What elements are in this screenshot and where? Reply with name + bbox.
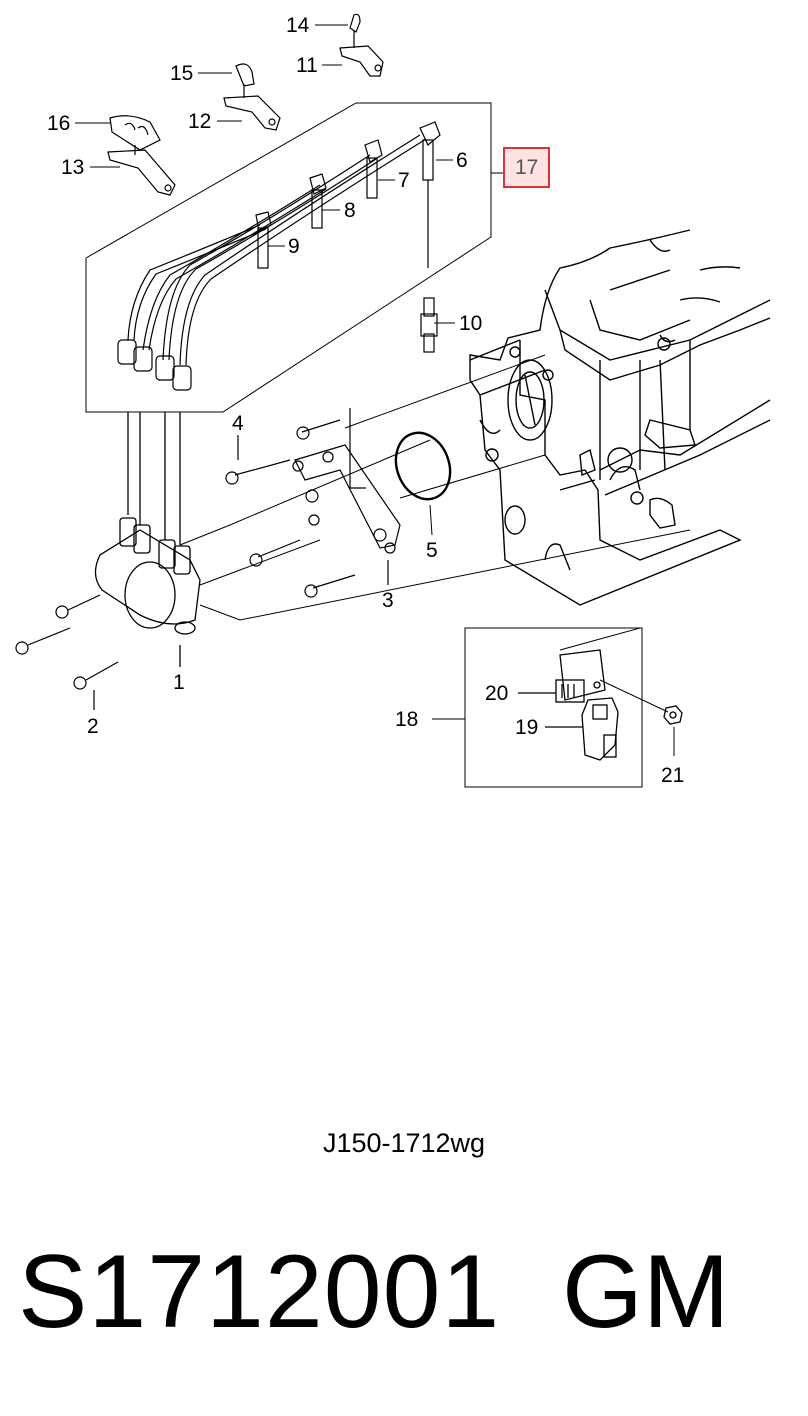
callout-2: 2: [87, 715, 99, 738]
coil-bolts: [15, 594, 119, 710]
sensor-kit-frame: [432, 627, 675, 788]
brand-name: GM: [562, 1234, 730, 1350]
callout-3: 3: [382, 589, 394, 612]
callout-6: 6: [456, 149, 468, 172]
o-ring-seal: [394, 431, 452, 536]
callout-9: 9: [288, 235, 300, 258]
callout-17-selected[interactable]: 17: [503, 147, 551, 188]
part-number: S1712001: [18, 1234, 501, 1350]
callout-8: 8: [344, 199, 356, 222]
callout-13: 13: [61, 156, 85, 179]
callout-21: 21: [661, 764, 685, 787]
assembly-leader-lines: [179, 354, 691, 621]
ignition-wires: [117, 121, 441, 391]
callout-18: 18: [395, 708, 419, 731]
callout-16: 16: [47, 112, 71, 135]
callout-1: 1: [173, 671, 185, 694]
coil-bracket: [225, 408, 401, 598]
exploded-parts-diagram: [15, 13, 771, 788]
wire-clip-brackets: [107, 13, 384, 196]
callout-20: 20: [485, 682, 509, 705]
engine-block: [469, 229, 771, 606]
callout-14: 14: [286, 14, 310, 37]
callout-12: 12: [188, 110, 212, 133]
callout-5: 5: [426, 539, 438, 562]
ignition-coil: [94, 412, 201, 667]
callout-11: 11: [296, 54, 318, 77]
wire-set-group-frame: [85, 102, 503, 413]
knock-sensor: [518, 649, 683, 761]
drawing-code: J150-1712wg: [322, 1128, 486, 1158]
callout-leaders: [75, 24, 455, 324]
spark-plug: [420, 180, 438, 353]
callout-19: 19: [515, 716, 539, 739]
callout-15: 15: [170, 62, 194, 85]
callout-10: 10: [459, 312, 483, 335]
callout-4: 4: [232, 412, 244, 435]
callout-7: 7: [398, 169, 410, 192]
